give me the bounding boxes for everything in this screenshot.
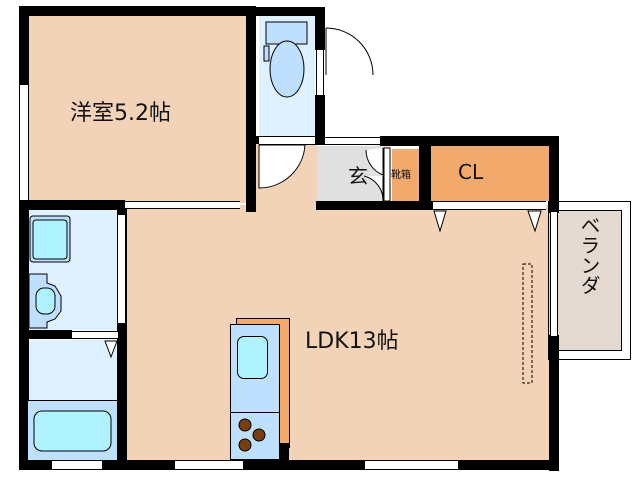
entrance-label: 玄 bbox=[348, 164, 368, 188]
window bbox=[316, 50, 324, 95]
western-room-label: 洋室5.2帖 bbox=[70, 101, 171, 126]
window bbox=[52, 460, 102, 470]
closet-label: CL bbox=[458, 160, 484, 184]
window bbox=[175, 460, 243, 470]
window bbox=[125, 201, 240, 209]
window bbox=[550, 212, 558, 336]
veranda-label: ベランダ bbox=[577, 215, 601, 295]
wall bbox=[280, 443, 289, 461]
wall bbox=[19, 200, 125, 210]
window bbox=[117, 215, 126, 323]
closet-door bbox=[433, 201, 546, 210]
shoe-box-label: 靴箱 bbox=[391, 170, 411, 181]
wall bbox=[28, 330, 72, 339]
window bbox=[19, 85, 29, 200]
door-sill bbox=[72, 331, 118, 339]
wall bbox=[419, 146, 431, 210]
wall bbox=[246, 6, 256, 212]
ldk-room bbox=[126, 205, 550, 460]
ldk-label: LDK13帖 bbox=[305, 329, 399, 354]
veranda bbox=[548, 201, 631, 360]
closet bbox=[431, 146, 549, 201]
wall bbox=[19, 6, 256, 16]
wall bbox=[316, 201, 433, 210]
wall bbox=[19, 200, 29, 470]
wall bbox=[19, 460, 559, 470]
shoe-box bbox=[392, 149, 419, 201]
wall bbox=[549, 335, 559, 471]
wall bbox=[256, 7, 324, 16]
window bbox=[365, 460, 458, 470]
wall bbox=[380, 136, 559, 146]
wall bbox=[315, 95, 325, 145]
wall bbox=[315, 7, 325, 50]
wall bbox=[19, 6, 29, 85]
wall bbox=[549, 136, 559, 213]
door-sill bbox=[325, 137, 380, 145]
wall bbox=[117, 205, 127, 470]
stove-divider bbox=[230, 412, 280, 413]
kitchen-sink bbox=[237, 336, 268, 379]
western-room bbox=[28, 15, 246, 203]
